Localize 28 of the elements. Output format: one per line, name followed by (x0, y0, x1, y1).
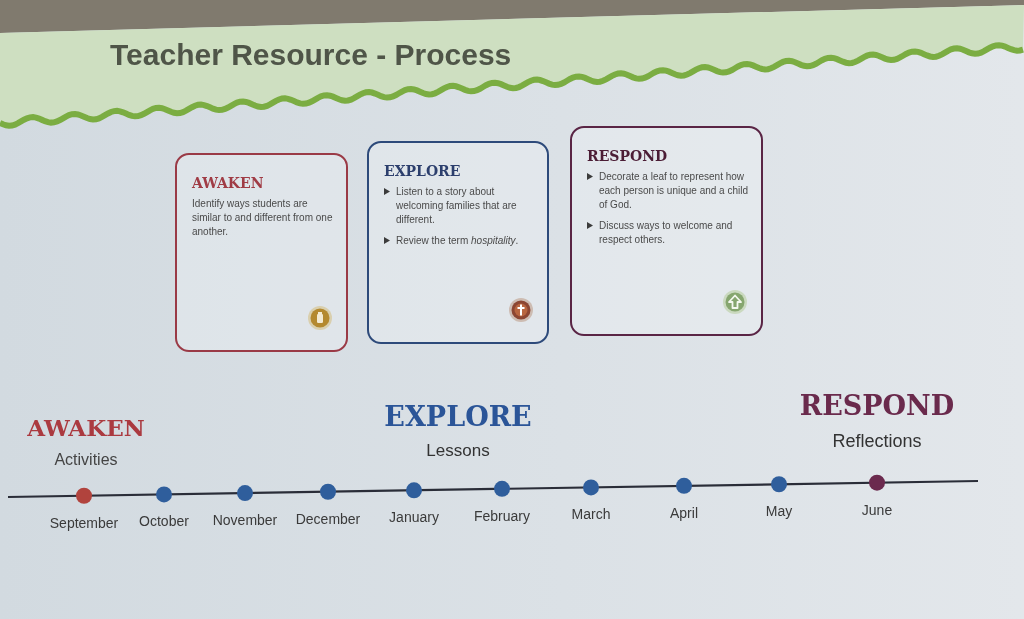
month-label: March (571, 506, 611, 523)
activity-card (175, 153, 348, 352)
card-heading: AWAKEN (192, 175, 264, 191)
month-label: February (474, 507, 530, 524)
card-heading: RESPOND (587, 148, 668, 164)
month-label: November (212, 512, 278, 529)
phase-subtitle: Reflections (832, 430, 922, 452)
month-label: January (389, 509, 439, 526)
bullet-text: Decorate a leaf to represent how each person is unique and a child of God. (599, 170, 749, 212)
slide-title: Teacher Resource - Process (110, 38, 512, 72)
month-label: December (295, 510, 361, 527)
month-label: June (861, 501, 893, 518)
phase-heading: EXPLORE (384, 401, 532, 433)
month-label: October (139, 513, 189, 530)
card-text: Identify ways students are similar to and different from one another. (192, 197, 334, 239)
bullet-text: Listen to a story about welcoming families that are different. (396, 185, 518, 227)
phase-heading: AWAKEN (27, 414, 145, 442)
month-label: May (765, 503, 793, 520)
phase-subtitle: Lessons (426, 441, 490, 461)
phase-subtitle: Activities (54, 450, 118, 470)
bullet-text: Review the term hospitality. (396, 234, 520, 248)
activity-card (367, 141, 549, 344)
card-heading: EXPLORE (384, 163, 461, 179)
activity-card (570, 126, 763, 336)
month-label: April (670, 504, 698, 521)
phase-heading: RESPOND (799, 390, 955, 422)
month-label: September (49, 514, 119, 531)
bullet-text: Discuss ways to welcome and respect others. (599, 219, 734, 247)
